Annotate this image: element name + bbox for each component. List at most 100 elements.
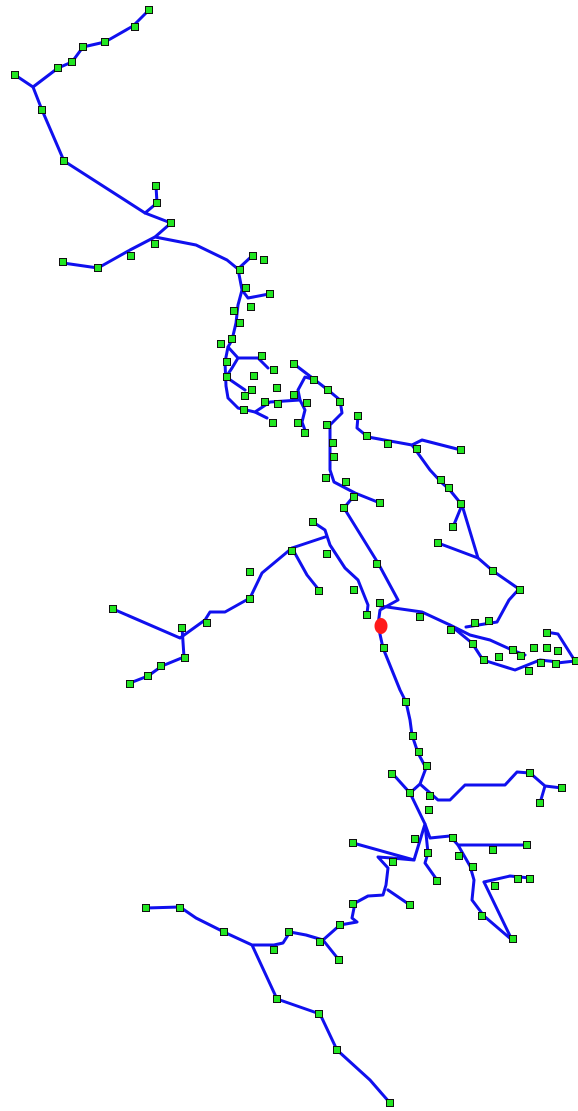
- edge: [31, 85, 173, 225]
- node-square: [248, 386, 256, 394]
- node-square: [269, 419, 277, 427]
- node-square: [273, 384, 281, 392]
- node-square: [220, 928, 228, 936]
- node-square: [285, 928, 293, 936]
- edge: [298, 398, 308, 435]
- node-square: [509, 935, 517, 943]
- node-square: [469, 640, 477, 648]
- node-square: [167, 219, 175, 227]
- node-square: [376, 499, 384, 507]
- node-square: [495, 653, 503, 661]
- node-square: [324, 386, 332, 394]
- edge: [250, 943, 392, 1105]
- node-square: [554, 647, 562, 655]
- node-square: [131, 23, 139, 31]
- node-square: [236, 266, 244, 274]
- node-square: [176, 904, 184, 912]
- edge: [111, 535, 327, 640]
- node-square: [384, 440, 392, 448]
- node-square: [349, 839, 357, 847]
- node-square: [241, 392, 249, 400]
- node-square: [480, 656, 488, 664]
- node-square: [411, 835, 419, 843]
- node-square: [509, 646, 517, 654]
- node-square: [310, 376, 318, 384]
- node-square: [471, 619, 479, 627]
- node-square: [530, 644, 538, 652]
- node-square: [223, 373, 231, 381]
- edge: [13, 8, 151, 89]
- node-square: [54, 64, 62, 72]
- node-square: [342, 478, 350, 486]
- node-square: [249, 252, 257, 260]
- node-square: [145, 6, 153, 14]
- node-square: [457, 446, 465, 454]
- edge: [321, 855, 416, 942]
- node-square: [228, 335, 236, 343]
- node-square: [363, 611, 371, 619]
- node-square: [447, 626, 455, 634]
- node-square: [38, 106, 46, 114]
- node-square: [333, 1046, 341, 1054]
- edge: [410, 443, 521, 629]
- node-square: [142, 904, 150, 912]
- edge: [482, 880, 514, 942]
- node-square: [273, 995, 281, 1003]
- node-square: [514, 875, 522, 883]
- node-square: [236, 319, 244, 327]
- node-square: [409, 732, 417, 740]
- node-square: [261, 398, 269, 406]
- node-square: [543, 629, 551, 637]
- node-square: [323, 550, 331, 558]
- node-square: [322, 474, 330, 482]
- node-square: [203, 619, 211, 627]
- edge: [418, 770, 564, 802]
- node-square: [449, 834, 457, 842]
- node-square: [109, 605, 117, 613]
- node-square: [315, 587, 323, 595]
- node-square: [79, 43, 87, 51]
- edge: [355, 414, 463, 452]
- edge: [153, 235, 254, 271]
- node-square: [270, 366, 278, 374]
- edge: [226, 345, 270, 370]
- node-square: [491, 882, 499, 890]
- edge: [292, 362, 382, 505]
- node-square: [301, 429, 309, 437]
- node-square: [469, 863, 477, 871]
- edge: [144, 905, 341, 962]
- node-square: [572, 657, 578, 665]
- node-square: [433, 877, 441, 885]
- node-square: [349, 900, 357, 908]
- node-square: [242, 284, 250, 292]
- node-square: [247, 303, 255, 311]
- edge: [436, 541, 480, 560]
- node-square: [449, 523, 457, 531]
- node-square: [157, 662, 165, 670]
- node-square: [373, 560, 381, 568]
- node-square: [376, 599, 384, 607]
- node-square: [94, 264, 102, 272]
- node-square: [354, 412, 362, 420]
- node-square: [127, 252, 135, 260]
- node-square: [153, 199, 161, 207]
- node-square: [416, 613, 424, 621]
- node-square: [230, 307, 238, 315]
- node-square: [309, 518, 317, 526]
- node-square: [290, 360, 298, 368]
- node-square: [223, 358, 231, 366]
- node-square: [415, 748, 423, 756]
- node-square: [240, 406, 248, 414]
- edge-layer: [13, 8, 577, 1105]
- node-square: [340, 504, 348, 512]
- node-square: [266, 290, 274, 298]
- node-square: [386, 1099, 394, 1107]
- node-square: [426, 792, 434, 800]
- node-layer: [11, 6, 578, 1107]
- node-square: [523, 841, 531, 849]
- node-square: [424, 849, 432, 857]
- node-square: [258, 352, 266, 360]
- node-square: [329, 439, 337, 447]
- node-square: [11, 71, 19, 79]
